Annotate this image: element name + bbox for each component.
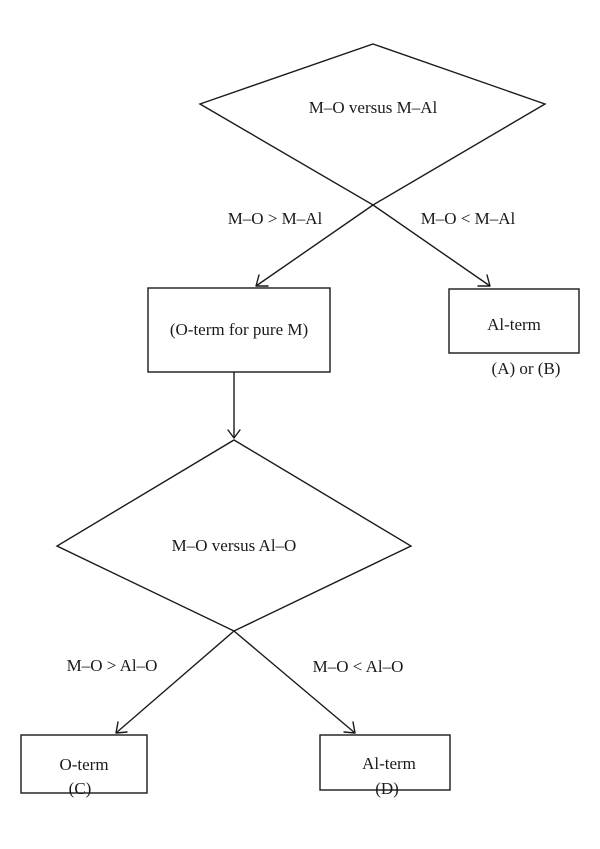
o-term-label: O-term <box>59 755 108 774</box>
arrowhead-al-term-top <box>477 274 491 287</box>
edge-top-to-o-term-pure <box>255 204 374 287</box>
branch-bottom-right-label: M–O < Al–O <box>313 657 404 676</box>
al-term-box-top <box>448 288 580 354</box>
al-term-bottom-caption: (D) <box>375 779 399 798</box>
decision-diamond-top <box>198 43 547 206</box>
decision-top-label: M–O versus M–Al <box>309 98 438 117</box>
al-term-box-bottom <box>319 734 451 791</box>
o-term-pure-label: (O-term for pure M) <box>170 320 308 339</box>
edge-top-to-al-term <box>372 204 491 287</box>
branch-bottom-left-label: M–O > Al–O <box>67 656 158 675</box>
branch-top-left-label: M–O > M–Al <box>228 209 323 228</box>
o-term-caption: (C) <box>69 779 92 798</box>
o-term-pure-box <box>147 287 331 373</box>
al-term-top-caption: (A) or (B) <box>492 359 561 378</box>
branch-top-right-label: M–O < M–Al <box>421 209 516 228</box>
arrowhead-o-term <box>115 721 128 734</box>
decision-bottom-label: M–O versus Al–O <box>172 536 297 555</box>
edge-bottom-to-al-term <box>233 630 356 734</box>
o-term-box <box>20 734 148 794</box>
edge-bottom-to-o-term <box>115 630 235 734</box>
arrowhead-al-term-bottom <box>343 721 356 734</box>
arrowhead-o-term-pure <box>255 274 269 287</box>
al-term-top-label: Al-term <box>487 315 541 334</box>
al-term-bottom-label: Al-term <box>362 754 416 773</box>
arrowhead-bottom-decision <box>227 429 241 439</box>
